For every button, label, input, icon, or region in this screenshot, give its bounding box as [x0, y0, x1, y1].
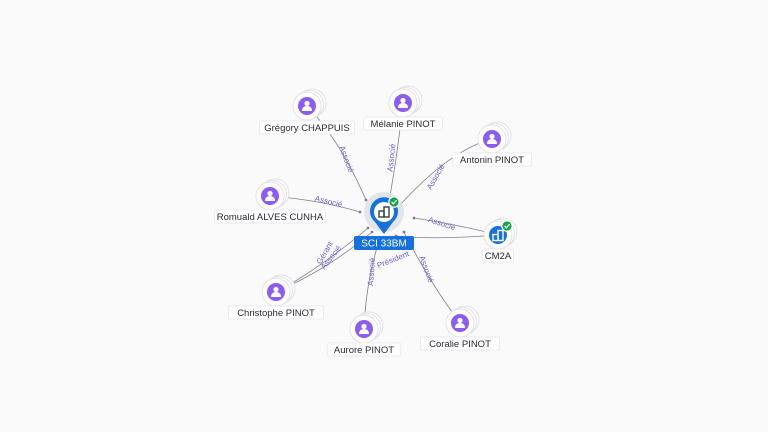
person-icon [302, 100, 312, 111]
node-label: Grégory CHAPPUIS [264, 123, 350, 134]
person-icon [271, 286, 281, 297]
edge-label: Président [376, 249, 411, 270]
node-label: Christophe PINOT [237, 308, 315, 319]
verified-check-icon [388, 196, 400, 208]
edge-gregory-chappuis: Associé [306, 105, 368, 202]
person-node-antonin-pinot[interactable]: Antonin PINOT [452, 121, 532, 167]
edge-arrowhead [358, 210, 362, 214]
center-node-sci-33bm[interactable]: SCI 33BM [354, 192, 414, 250]
edge-label: Associé [386, 143, 398, 172]
edge-arrowhead [364, 198, 368, 202]
edge-label: Associé [427, 215, 457, 232]
edge-arrowhead [366, 226, 370, 230]
person-icon [398, 97, 408, 108]
node-label-bg [326, 342, 402, 357]
company-node-cm2a[interactable]: CM2A [481, 217, 518, 263]
node-label-bg [228, 305, 324, 320]
person-icon [265, 190, 275, 201]
edge-label: Associé [314, 194, 344, 210]
node-label: Romuald ALVES CUNHA [217, 212, 324, 223]
edge-line [399, 138, 493, 206]
node-label: Coralie PINOT [429, 339, 491, 350]
edge-antonin-pinot: Associé [398, 138, 493, 207]
node-label: Antonin PINOT [460, 155, 524, 166]
edge-arrowhead [412, 216, 416, 220]
person-node-melanie-pinot[interactable]: Mélanie PINOT [363, 85, 443, 131]
person-node-romuald-alves-cunha[interactable]: Romuald ALVES CUNHA [214, 178, 326, 224]
edge-line [306, 105, 367, 201]
center-label-bg [354, 236, 414, 250]
edge-arrowhead [402, 230, 406, 234]
person-node-coralie-pinot[interactable]: Coralie PINOT [420, 305, 500, 351]
company-building-icon [378, 206, 390, 218]
node-label: Aurore PINOT [334, 345, 394, 356]
node-label-bg [481, 248, 514, 263]
center-label: SCI 33BM [361, 239, 407, 250]
person-node-christophe-pinot[interactable]: Christophe PINOT [228, 274, 324, 320]
person-icon [359, 323, 369, 334]
edge-arrowhead [370, 230, 374, 234]
person-node-gregory-chappuis[interactable]: Grégory CHAPPUIS [259, 88, 355, 135]
node-label: CM2A [485, 251, 512, 262]
person-node-aurore-pinot[interactable]: Aurore PINOT [326, 311, 402, 357]
person-icon [455, 317, 465, 328]
node-label-bg [420, 336, 500, 351]
company-building-icon [492, 229, 504, 242]
verified-check-icon [501, 220, 513, 232]
person-icon [487, 133, 497, 144]
node-label-bg [259, 120, 355, 135]
node-label-bg [452, 152, 532, 167]
edge-label: Associé [337, 144, 355, 174]
node-label: Mélanie PINOT [371, 119, 436, 130]
edge-label: Associé [366, 257, 377, 286]
node-label-bg [214, 209, 326, 224]
edge-label: Associé [417, 254, 435, 284]
node-label-bg [363, 116, 443, 131]
